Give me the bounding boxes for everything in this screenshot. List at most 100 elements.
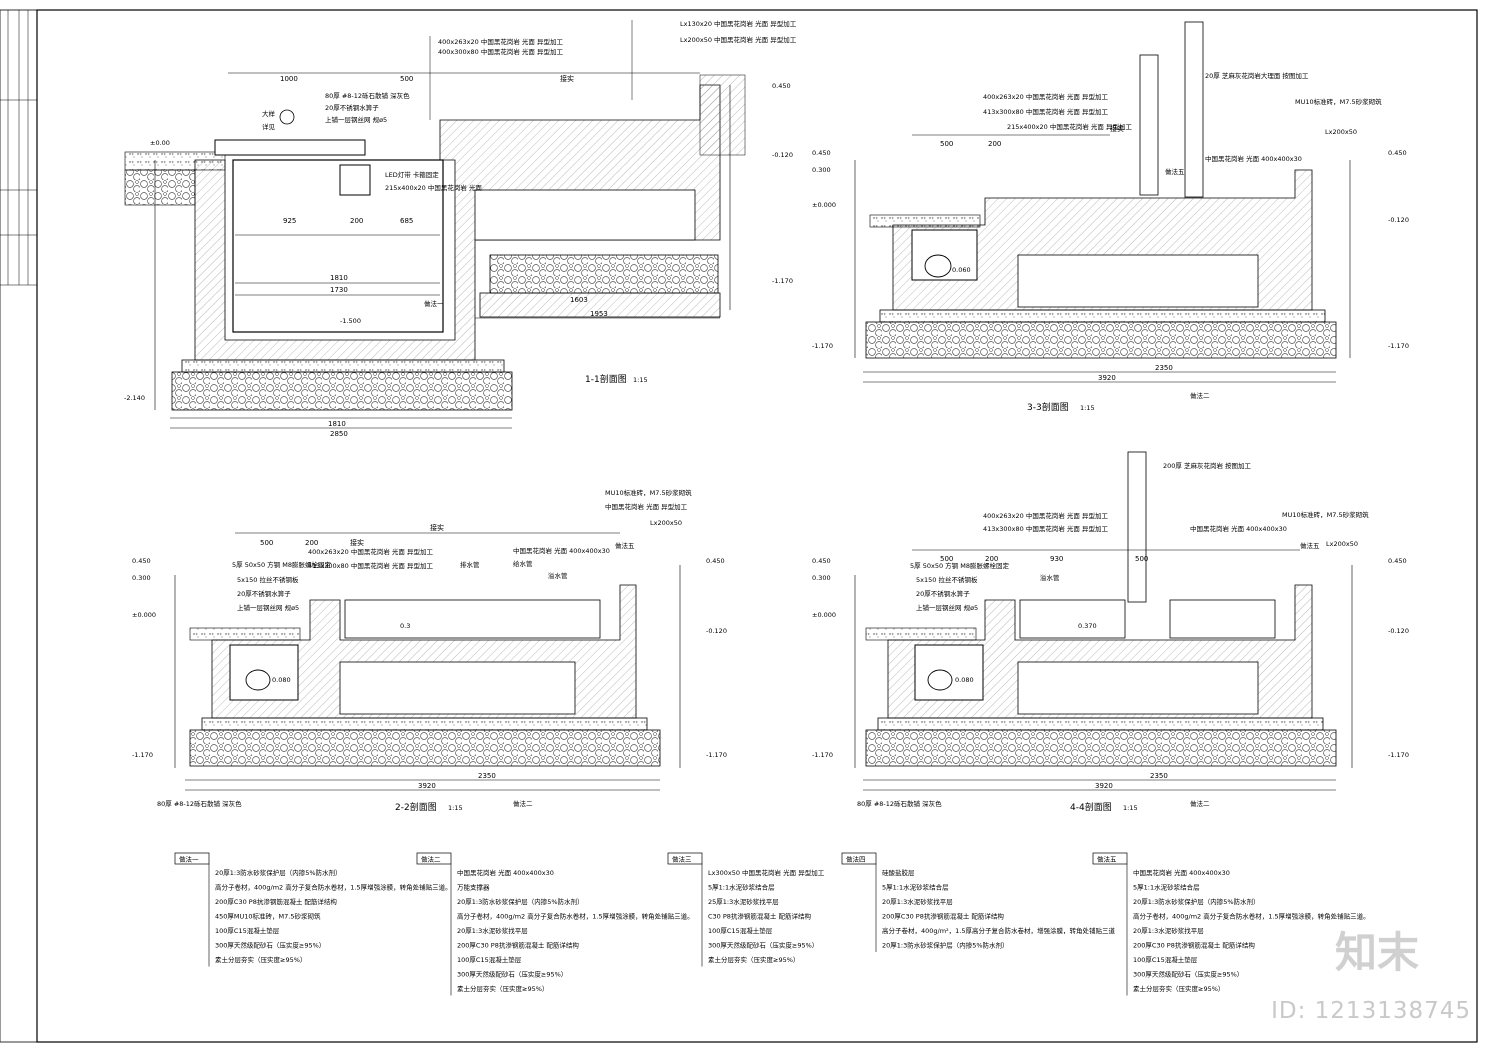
callout-method1: 做法一 [424, 299, 444, 308]
legend-item: 20厚1:3水泥砂浆找平层 [457, 926, 528, 935]
legend-item: 20厚1:3水泥砂浆找平层 [1133, 926, 1204, 935]
gravel-base [171, 371, 513, 411]
note-12: 给水管 [513, 559, 533, 568]
section-1-1: 1000 500 接实 1810 2850 925 200 685 1810 1… [124, 19, 797, 438]
note-9: 中国黑花岗岩 光面 异型加工 [605, 502, 688, 511]
dim-top-1: 1000 [280, 75, 298, 83]
legend-item: 300厚天然级配砂石（压实度≥95%） [215, 941, 325, 950]
note-11: 溢水管 [1040, 573, 1060, 582]
legend-4: 做法四硅酸盐胶层5厚1:1水泥砂浆结合层20厚1:3水泥砂浆找平层200厚C30… [841, 852, 1115, 952]
note-2: 413x300x80 中国黑花岗岩 光面 异型加工 [983, 107, 1108, 116]
level-0370: 0.370 [1078, 622, 1097, 630]
legend-item: 素土分层夯实（压实度≥95%） [215, 955, 306, 964]
note-2: 400x300x80 中国黑花岗岩 光面 异型加工 [438, 47, 563, 56]
title-strip [0, 9, 38, 1043]
legend-item: 素土分层夯实（压实度≥95%） [457, 984, 548, 993]
note-13: 溢水管 [548, 571, 568, 580]
note-1: 5厚 50x50 方钢 M8膨胀螺栓固定 [232, 560, 331, 569]
legend-item: 素土分层夯实（压实度≥95%） [708, 955, 799, 964]
legend-title: 做法四 [846, 855, 866, 864]
dim-bottom: 2350 [478, 772, 496, 780]
legend-item: Lx300x50 中国黑花岗岩 光面 异型加工 [708, 868, 825, 877]
note-8: MU10标准砖，M7.5砂浆砌筑 [605, 488, 692, 497]
legend-item: 高分子卷材，400g/m²，1.5厚高分子复合防水卷材，增强涂膜，转角处铺贴三道 [882, 926, 1115, 935]
note-7: 中国黑花岗岩 光面 400x400x30 [513, 546, 610, 555]
note-5: Lx200x50 [1326, 540, 1358, 548]
legend-item: 300厚天然级配砂石（压实度≥95%） [708, 941, 818, 950]
note-4: 20厚 芝麻灰花岗岩大理面 按图加工 [1205, 71, 1309, 80]
level-0450r: 0.450 [1388, 557, 1407, 565]
legend-item: 5厚1:1水泥砂浆结合层 [1133, 883, 1200, 892]
legend-item: 100厚C15混凝土垫层 [708, 926, 773, 935]
legend-item: 5厚1:1水泥砂浆结合层 [882, 883, 949, 892]
legend-title: 做法二 [421, 855, 441, 864]
level-0450: 0.450 [812, 149, 831, 157]
note-11: 排水管 [460, 560, 480, 569]
dim-top-2: 200 [985, 555, 998, 563]
level-0450r: 0.450 [706, 557, 725, 565]
note-3: 20厚不锈钢水箅子 [237, 589, 291, 598]
dim-top-3: 接实 [560, 74, 574, 83]
level-1170: -1.170 [812, 342, 833, 350]
legend-item: 25厚1:3水泥砂浆找平层 [708, 897, 779, 906]
legend-item: 100厚C15混凝土垫层 [457, 955, 522, 964]
legend-item: 5厚1:1水泥砂浆结合层 [708, 883, 775, 892]
section-scale-4-4: 1:15 [1123, 804, 1138, 812]
concrete-cushion [181, 359, 505, 373]
legend-item: 20厚1:3水泥砂浆找平层 [882, 897, 953, 906]
legend-item: C30 P8抗渗钢筋混凝土 配筋详结构 [708, 912, 811, 921]
note-9: 做法二 [1190, 391, 1210, 400]
section-title-2-2: 2-2剖面图 [395, 801, 437, 813]
dim-inner-2: 200 [350, 217, 363, 225]
note-6: 413x300x80 中国黑花岗岩 光面 异型加工 [308, 561, 433, 570]
legend-item: 450厚MU10标准砖，M7.5砂浆砌筑 [215, 912, 321, 921]
dim-top-3: 930 [1050, 555, 1063, 563]
legend-item: 中国黑花岗岩 光面 400x400x30 [1133, 868, 1230, 877]
legend-item: 高分子卷材，400g/m2 高分子复合防水卷材，1.5厚增强涂膜，转角处铺贴三道… [457, 912, 694, 921]
level-0080: 0.080 [955, 676, 974, 684]
level-1170r: -1.170 [1388, 751, 1409, 759]
section-title-3-3: 3-3剖面图 [1027, 401, 1069, 413]
legend-item: 硅酸盐胶层 [882, 868, 915, 877]
dim-total: 3920 [1095, 782, 1113, 790]
level-0120r: -0.120 [706, 627, 727, 635]
note-7: 中国黑花岗岩 光面 400x400x30 [1205, 154, 1302, 163]
level-1170: -1.170 [132, 751, 153, 759]
legend-item: 100厚C15混凝土垫层 [1133, 955, 1198, 964]
legend-item: 高分子卷材，400g/m2 高分子复合防水卷材，1.5厚增强涂膜，转角处铺贴三道… [1133, 912, 1370, 921]
level-0450: 0.450 [772, 82, 791, 90]
level-0120r: -0.120 [1388, 627, 1409, 635]
dim-top-4: 500 [1135, 555, 1148, 563]
note-4: 上铺一层钢丝网 规ø5 [237, 603, 299, 612]
note-14: 80厚 #8-12砾石散铺 深灰色 [857, 799, 942, 808]
note-3: 413x300x80 中国黑花岗岩 光面 异型加工 [983, 524, 1108, 533]
note-10: Lx200x50 [650, 519, 682, 527]
level-0450r: 0.450 [1388, 149, 1407, 157]
dim-top-1: 500 [940, 555, 953, 563]
level-1170: -1.170 [812, 751, 833, 759]
section-scale-1-1: 1:15 [633, 376, 648, 384]
level-1170: -1.170 [772, 277, 793, 285]
section-3-3: 500 200 接实 3920 2350 0.450 0.300 ±0.000 … [812, 21, 1409, 413]
dim-inner-4: 1810 [330, 274, 348, 282]
dim-top-1: 500 [260, 539, 273, 547]
note-8: 做法五 [1165, 167, 1185, 176]
note-16: 80厚 #8-12砾石散铺 深灰色 [157, 799, 242, 808]
note-5: 80厚 #8-12砾石散铺 深灰色 [325, 91, 410, 100]
note-2: 5x150 拉丝不锈钢板 [237, 575, 299, 584]
section-title-1-1: 1-1剖面图 [585, 373, 627, 385]
legend-title-box [1092, 852, 1128, 865]
dim-top-2: 200 [305, 539, 318, 547]
note-14: 做法五 [615, 541, 635, 550]
note-10: 中国黑花岗岩 光面 400x400x30 [1190, 524, 1287, 533]
legend-item: 100厚C15混凝土垫层 [215, 926, 280, 935]
watermark-id: ID: 1213138745 [1271, 998, 1471, 1024]
note-5: MU10标准砖，M7.5砂浆砌筑 [1295, 97, 1382, 106]
legend-title-box [416, 852, 452, 865]
note-9: 上铺一层钢丝网 规ø5 [916, 603, 978, 612]
note-6: 20厚不锈钢水箅子 [325, 103, 379, 112]
